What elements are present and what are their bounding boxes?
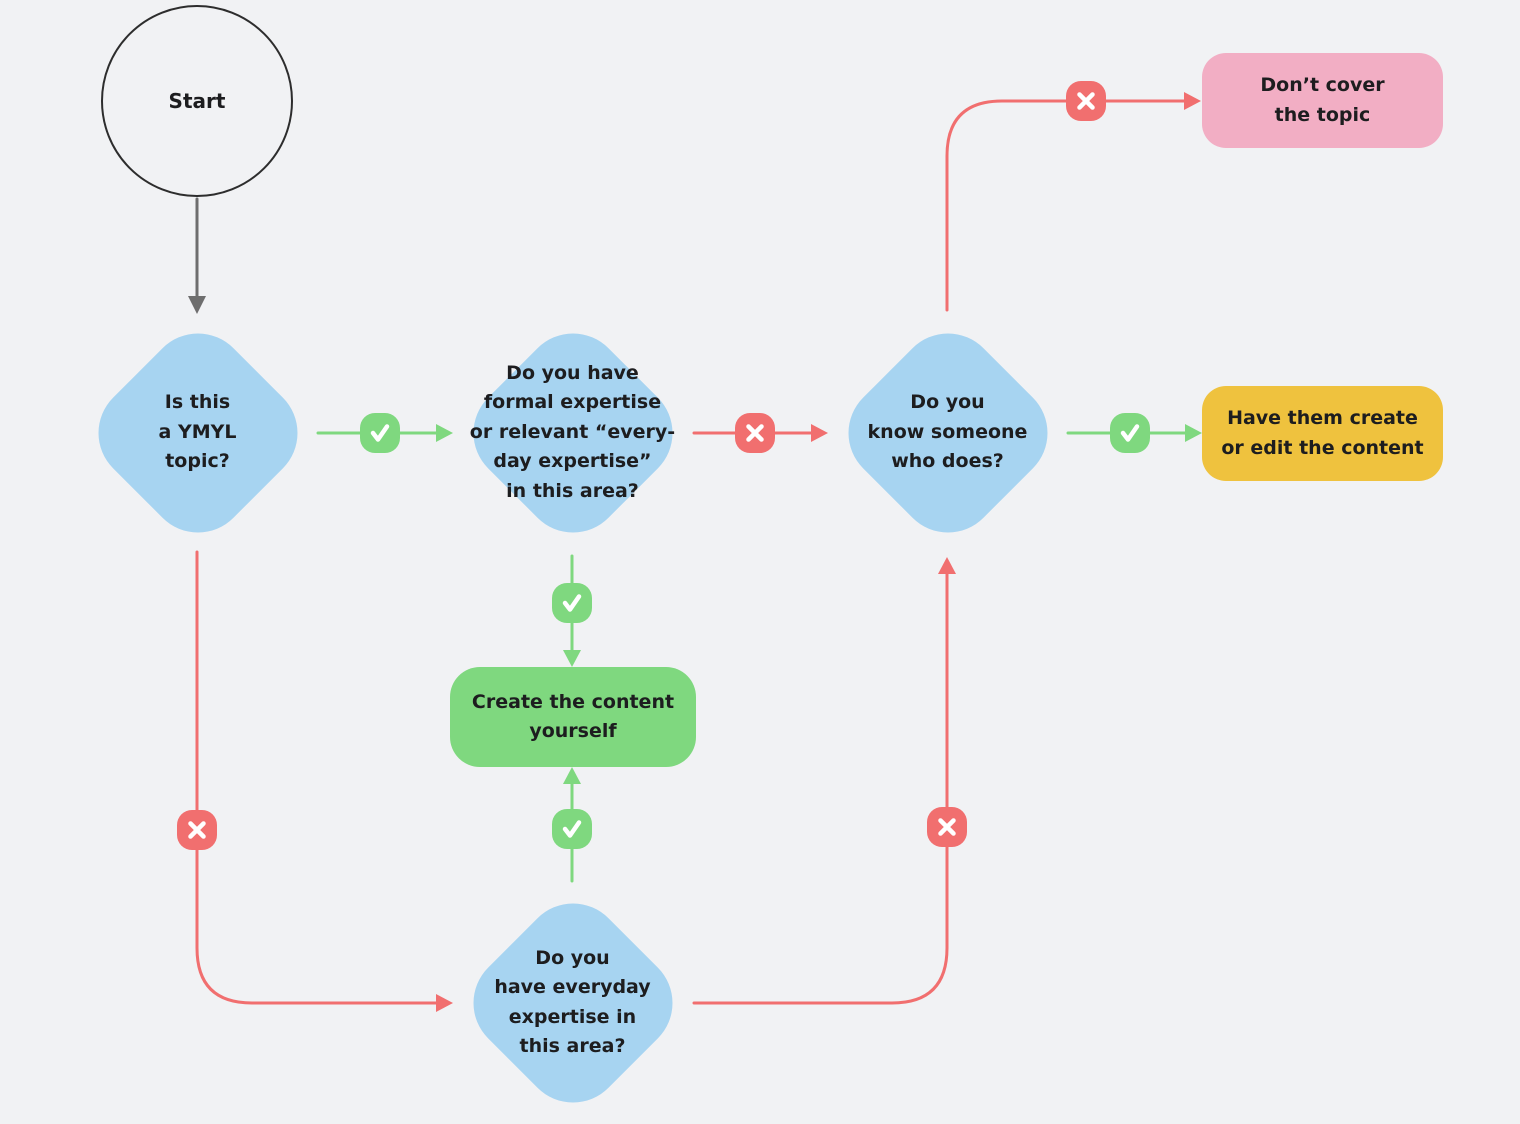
arrowhead-formal-no xyxy=(811,424,828,442)
node-dont-cover-label: Don’t cover the topic xyxy=(1260,74,1385,126)
badge-no-ymyl xyxy=(177,810,217,850)
arrowhead-formal-yes xyxy=(563,650,581,667)
badge-yes-ymyl xyxy=(360,413,400,453)
arrowhead-everyday-yes xyxy=(563,767,581,784)
node-have-them-create-outcome: Have them create or edit the content xyxy=(1202,386,1443,481)
check-icon xyxy=(562,820,582,838)
check-icon xyxy=(370,424,390,442)
node-everyday-expertise-label: Do you have everyday expertise in this a… xyxy=(494,946,651,1057)
badge-no-know-someone xyxy=(1066,81,1106,121)
node-have-them-create-label: Have them create or edit the content xyxy=(1221,407,1424,459)
arrowhead-ymyl-no xyxy=(436,994,453,1012)
edge-ymyl-no xyxy=(195,550,438,1005)
arrowhead-know-someone-no xyxy=(1184,92,1201,110)
node-everyday-expertise-decision: Do you have everyday expertise in this a… xyxy=(452,882,693,1123)
badge-yes-know-someone xyxy=(1110,413,1150,453)
badge-no-everyday xyxy=(927,807,967,847)
badge-yes-formal xyxy=(552,583,592,623)
node-start-label: Start xyxy=(168,88,226,113)
node-dont-cover-outcome: Don’t cover the topic xyxy=(1202,53,1443,148)
arrowhead-start-to-ymyl xyxy=(188,296,206,314)
arrowhead-know-someone-yes xyxy=(1185,424,1202,442)
edge-know-someone-no xyxy=(945,99,1186,312)
node-ymyl-label: Is this a YMYL topic? xyxy=(158,391,237,473)
node-know-someone-label: Do you know someone who does? xyxy=(867,391,1028,473)
badge-no-formal xyxy=(735,413,775,453)
node-ymyl-decision: Is this a YMYL topic? xyxy=(77,312,318,553)
x-icon xyxy=(746,424,764,442)
node-start: Start xyxy=(101,5,293,197)
x-icon xyxy=(938,818,956,836)
badge-yes-everyday xyxy=(552,809,592,849)
check-icon xyxy=(562,594,582,612)
arrowhead-everyday-no xyxy=(938,557,956,574)
node-create-yourself-outcome: Create the content yourself xyxy=(450,667,696,767)
edge-everyday-no xyxy=(692,572,949,1005)
check-icon xyxy=(1120,424,1140,442)
node-formal-expertise-label: Do you have formal expertise or relevant… xyxy=(469,361,676,502)
arrowhead-ymyl-yes xyxy=(436,424,453,442)
node-formal-expertise-decision: Do you have formal expertise or relevant… xyxy=(452,312,693,553)
x-icon xyxy=(188,821,206,839)
node-know-someone-decision: Do you know someone who does? xyxy=(827,312,1068,553)
x-icon xyxy=(1077,92,1095,110)
node-create-yourself-label: Create the content yourself xyxy=(471,690,675,742)
